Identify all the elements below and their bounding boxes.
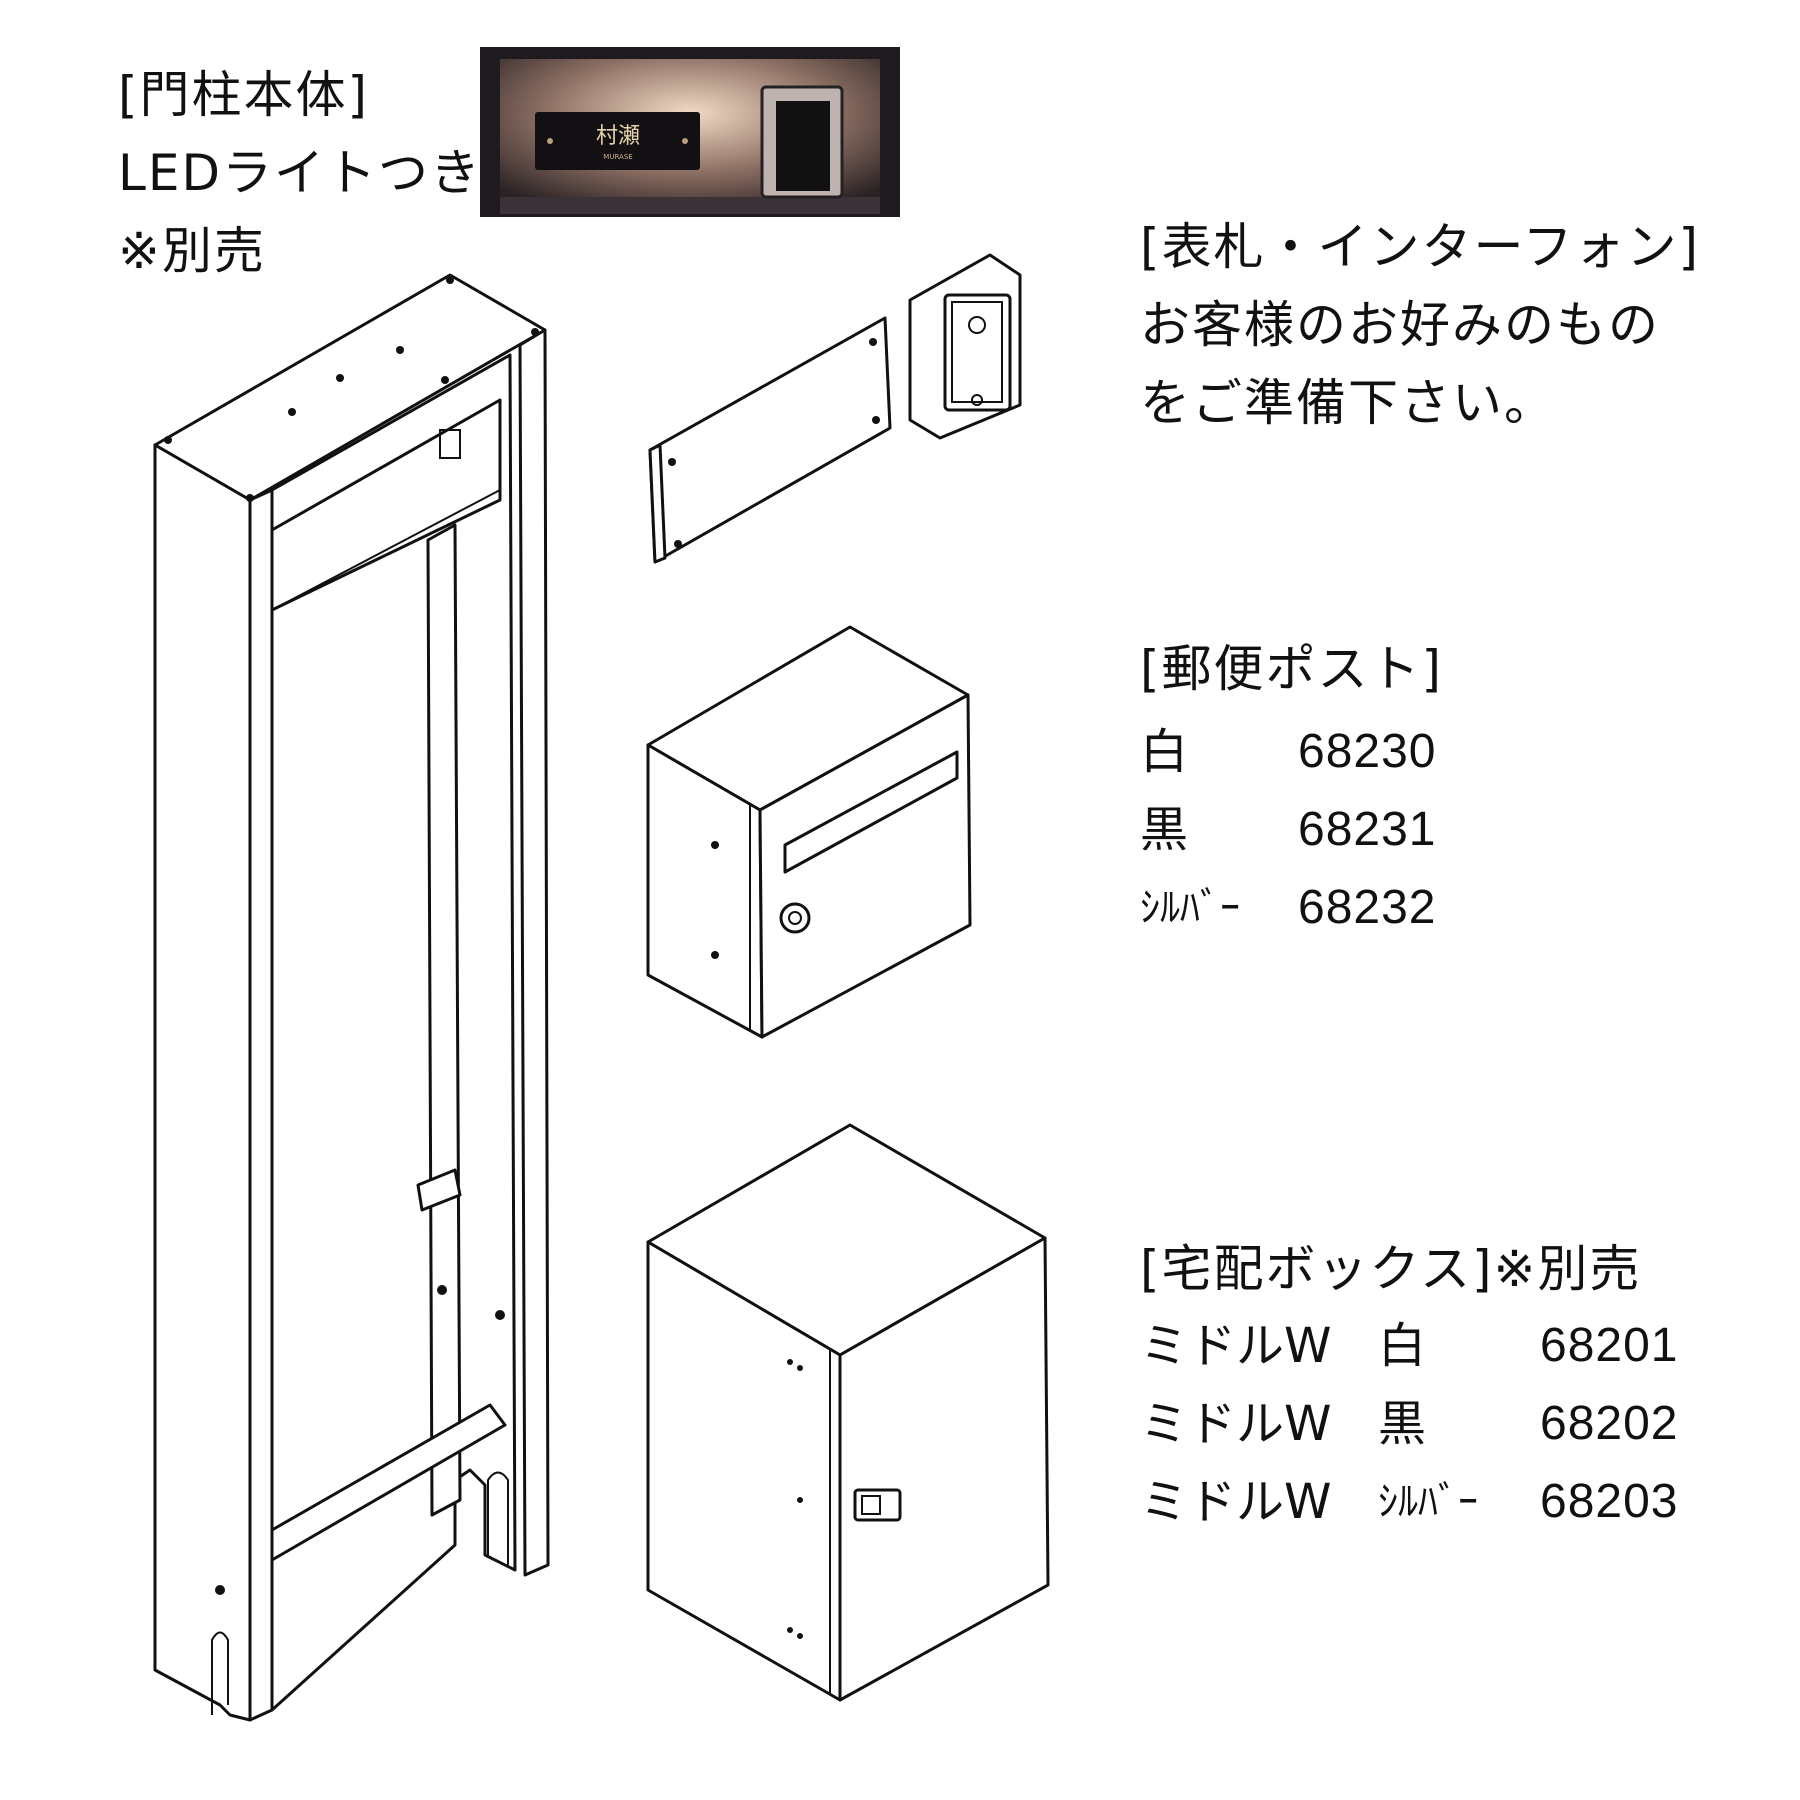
gate-pillar-heading: [門柱本体]: [118, 66, 370, 124]
delivery-box-model: ミドルW: [1140, 1318, 1332, 1374]
mailbox-row: ｼﾙﾊﾞｰ 68232: [1140, 878, 1540, 938]
delivery-box-model: ミドルW: [1140, 1396, 1332, 1452]
mailbox-row: 黒 68231: [1140, 800, 1540, 860]
delivery-box-color: ｼﾙﾊﾞｰ: [1378, 1479, 1478, 1525]
delivery-box-code: 68201: [1540, 1319, 1679, 1372]
gate-pillar-led-note: LEDライトつき: [118, 144, 482, 202]
delivery-box-color: 白: [1378, 1318, 1427, 1374]
mailbox-code: 68232: [1298, 881, 1437, 934]
nameplate-drawing: [648, 316, 892, 564]
svg-text:村瀬: 村瀬: [596, 124, 640, 149]
delivery-box-code: 68203: [1540, 1475, 1679, 1528]
mailbox-drawing: [646, 625, 972, 1039]
nameplate-intercom-note-2: をご準備下さい。: [1140, 374, 1556, 432]
delivery-box-code: 68202: [1540, 1397, 1679, 1450]
delivery-box-heading: [宅配ボックス]※別売: [1140, 1240, 1642, 1298]
mailbox-color: 黒: [1140, 802, 1189, 858]
nameplate-in-photo: [535, 112, 700, 170]
mailbox-code: 68231: [1298, 803, 1437, 856]
mailbox-color: 白: [1140, 724, 1189, 780]
mailbox-code: 68230: [1298, 725, 1437, 778]
mailbox-color: ｼﾙﾊﾞｰ: [1140, 885, 1240, 931]
gate-pillar-drawing: [153, 273, 550, 1722]
mailbox-heading: [郵便ポスト]: [1140, 640, 1444, 698]
delivery-box-row: ミドルW ｼﾙﾊﾞｰ 68203: [1140, 1472, 1680, 1532]
delivery-box-row: ミドルW 黒 68202: [1140, 1394, 1680, 1454]
nameplate-intercom-heading: [表札・インターフォン]: [1140, 218, 1701, 276]
delivery-box-row: ミドルW 白 68201: [1140, 1316, 1680, 1376]
delivery-box-drawing: [646, 1123, 1050, 1702]
intercom-drawing: [908, 253, 1022, 440]
svg-text:MURASE: MURASE: [603, 153, 632, 161]
led-light-photo: 村瀬 MURASE: [480, 47, 900, 217]
delivery-box-model: ミドルW: [1140, 1474, 1332, 1530]
mailbox-row: 白 68230: [1140, 722, 1540, 782]
delivery-box-color: 黒: [1378, 1396, 1427, 1452]
gate-pillar-sold-separately: ※別売: [118, 222, 266, 280]
nameplate-intercom-note-1: お客様のお好みのもの: [1140, 296, 1660, 354]
